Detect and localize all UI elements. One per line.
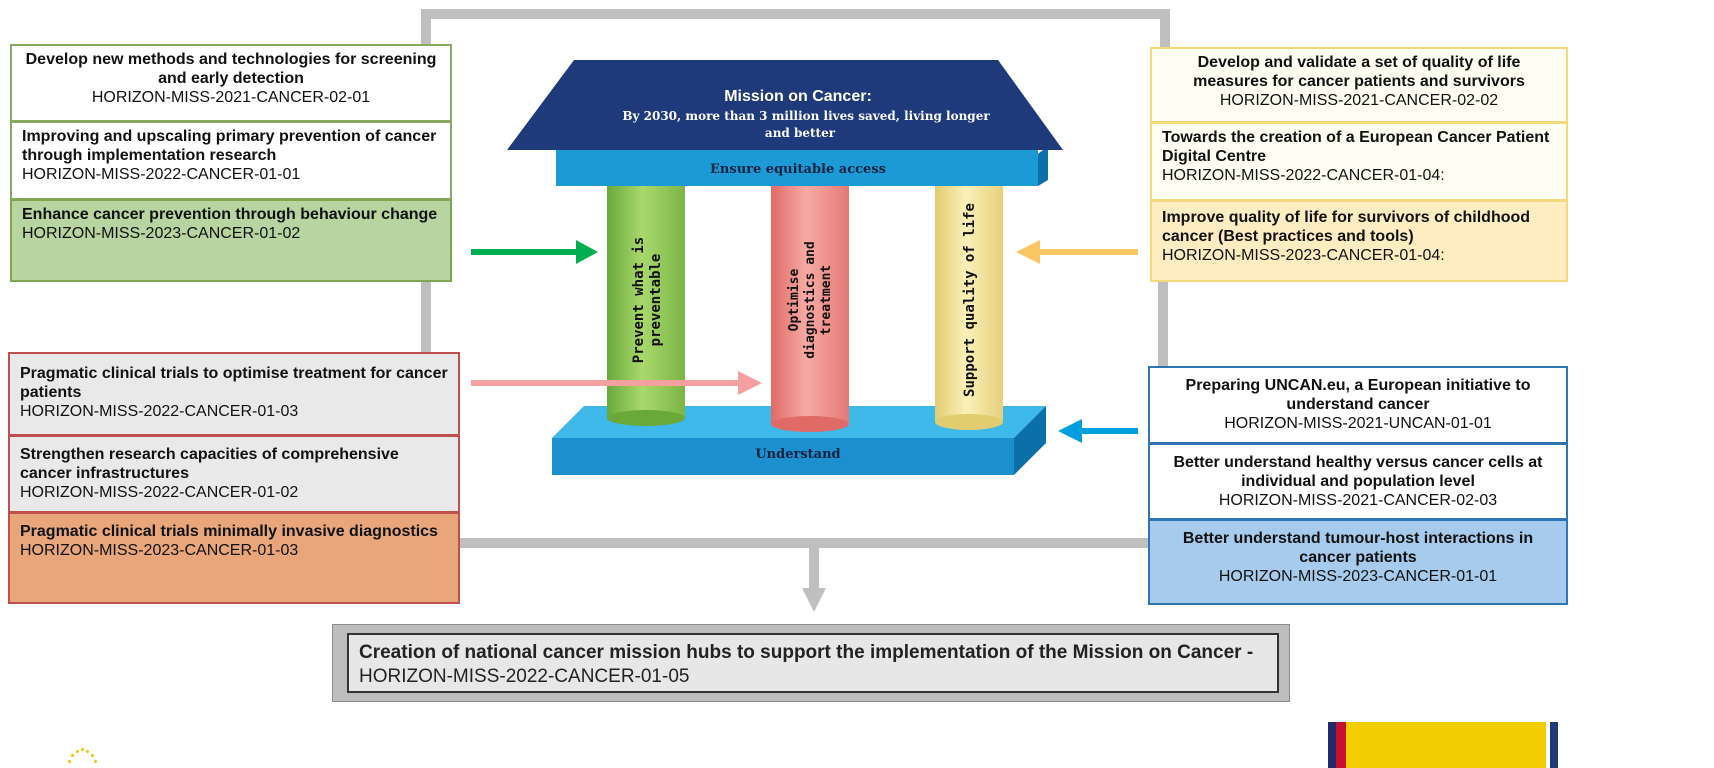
blue-box-2-code: HORIZON-MISS-2021-CANCER-02-03: [1218, 492, 1498, 509]
yellow-box-2-title: Towards the creation of a European Cance…: [1162, 129, 1550, 165]
red-box-3: Pragmatic clinical trials minimally inva…: [8, 512, 460, 604]
frame-bottom: [458, 538, 1148, 548]
mission-subtitle-line1: By 2030, more than 3 million lives saved…: [622, 109, 990, 123]
right-arrow-icon: [471, 371, 762, 395]
bottom-box-separator: -: [1241, 642, 1254, 663]
red-box-1: Pragmatic clinical trials to optimise tr…: [8, 352, 460, 436]
red-box-2-title: Strengthen research capacities of compre…: [20, 446, 399, 482]
bottom-box-code: HORIZON-MISS-2022-CANCER-01-05: [359, 666, 690, 687]
frame-right-mid: [1158, 282, 1168, 368]
frame-left-upper: [421, 9, 431, 45]
svg-text:preventable: preventable: [648, 254, 664, 347]
blue-box-1: Preparing UNCAN.eu, a European initiativ…: [1148, 366, 1568, 444]
frame-top: [421, 9, 1170, 19]
green-box-2: Improving and upscaling primary preventi…: [10, 121, 452, 200]
svg-text:Support quality of life: Support quality of life: [962, 203, 978, 397]
frame-left-mid: [421, 282, 431, 352]
yellow-box-3: Improve quality of life for survivors of…: [1150, 200, 1568, 282]
flag-icon: [1328, 722, 1558, 768]
blue-box-2: Better understand healthy versus cancer …: [1148, 443, 1568, 520]
pillar-optimise-label: Optimise diagnostics and treatment: [787, 241, 834, 358]
green-box-3-title: Enhance cancer prevention through behavi…: [22, 206, 438, 223]
yellow-box-1: Develop and validate a set of quality of…: [1150, 47, 1568, 123]
mission-title: Mission on Cancer:: [724, 88, 872, 105]
left-arrow-icon: [1016, 240, 1138, 264]
yellow-box-3-code: HORIZON-MISS-2023-CANCER-01-04:: [1162, 247, 1445, 264]
bottom-box-title: Creation of national cancer mission hubs…: [359, 642, 1242, 663]
green-box-1: Develop new methods and technologies for…: [10, 44, 452, 122]
understand-label: Understand: [755, 447, 840, 462]
mission-roof: [507, 60, 1063, 150]
blue-box-3: Better understand tumour-host interactio…: [1148, 519, 1568, 605]
yellow-box-2: Towards the creation of a European Cance…: [1150, 122, 1568, 201]
pillar-prevent-label: Prevent what is preventable: [631, 237, 664, 363]
yellow-box-1-title: Develop and validate a set of quality of…: [1193, 54, 1525, 90]
right-arrow-icon: [471, 240, 598, 264]
green-box-2-code: HORIZON-MISS-2022-CANCER-01-01: [22, 166, 301, 183]
svg-text:treatment: treatment: [819, 265, 834, 335]
red-box-1-code: HORIZON-MISS-2022-CANCER-01-03: [20, 403, 299, 420]
eu-stars-logo-icon: [62, 748, 102, 768]
red-box-3-code: HORIZON-MISS-2023-CANCER-01-03: [20, 542, 299, 559]
red-box-2: Strengthen research capacities of compre…: [8, 435, 460, 513]
down-arrow-icon: [802, 548, 826, 612]
yellow-box-1-code: HORIZON-MISS-2021-CANCER-02-02: [1219, 92, 1499, 109]
pillar-optimise: [771, 186, 849, 432]
blue-box-1-title: Preparing UNCAN.eu, a European initiativ…: [1185, 377, 1531, 413]
access-beam: [556, 146, 1048, 186]
access-label: Ensure equitable access: [710, 162, 886, 177]
left-arrow-icon: [1058, 419, 1138, 443]
green-box-3: Enhance cancer prevention through behavi…: [10, 199, 452, 282]
pillar-support-label: Support quality of life: [962, 203, 978, 397]
svg-text:Optimise: Optimise: [787, 269, 802, 332]
red-box-1-title: Pragmatic clinical trials to optimise tr…: [20, 365, 448, 401]
blue-box-2-title: Better understand healthy versus cancer …: [1173, 454, 1543, 490]
blue-box-3-title: Better understand tumour-host interactio…: [1182, 530, 1534, 566]
blue-box-1-code: HORIZON-MISS-2021-UNCAN-01-01: [1224, 415, 1492, 432]
bottom-box: Creation of national cancer mission hubs…: [332, 624, 1290, 702]
yellow-box-2-code: HORIZON-MISS-2022-CANCER-01-04:: [1162, 167, 1445, 184]
blue-box-3-code: HORIZON-MISS-2023-CANCER-01-01: [1218, 568, 1498, 585]
green-box-1-code: HORIZON-MISS-2021-CANCER-02-01: [91, 89, 371, 106]
green-box-3-code: HORIZON-MISS-2023-CANCER-01-02: [22, 225, 301, 242]
bottom-box-inner: Creation of national cancer mission hubs…: [347, 633, 1279, 693]
mission-subtitle-line2: and better: [765, 126, 836, 140]
svg-text:diagnostics and: diagnostics and: [803, 241, 818, 358]
green-box-2-title: Improving and upscaling primary preventi…: [22, 128, 437, 164]
pillar-prevent: [607, 186, 685, 426]
red-box-2-code: HORIZON-MISS-2022-CANCER-01-02: [20, 484, 299, 501]
frame-right-upper: [1160, 9, 1170, 49]
svg-text:Prevent what is: Prevent what is: [631, 237, 647, 363]
yellow-box-3-title: Improve quality of life for survivors of…: [1162, 209, 1531, 245]
green-box-1-title: Develop new methods and technologies for…: [25, 51, 437, 87]
pillar-support: [935, 186, 1003, 430]
red-box-3-title: Pragmatic clinical trials minimally inva…: [20, 523, 438, 540]
